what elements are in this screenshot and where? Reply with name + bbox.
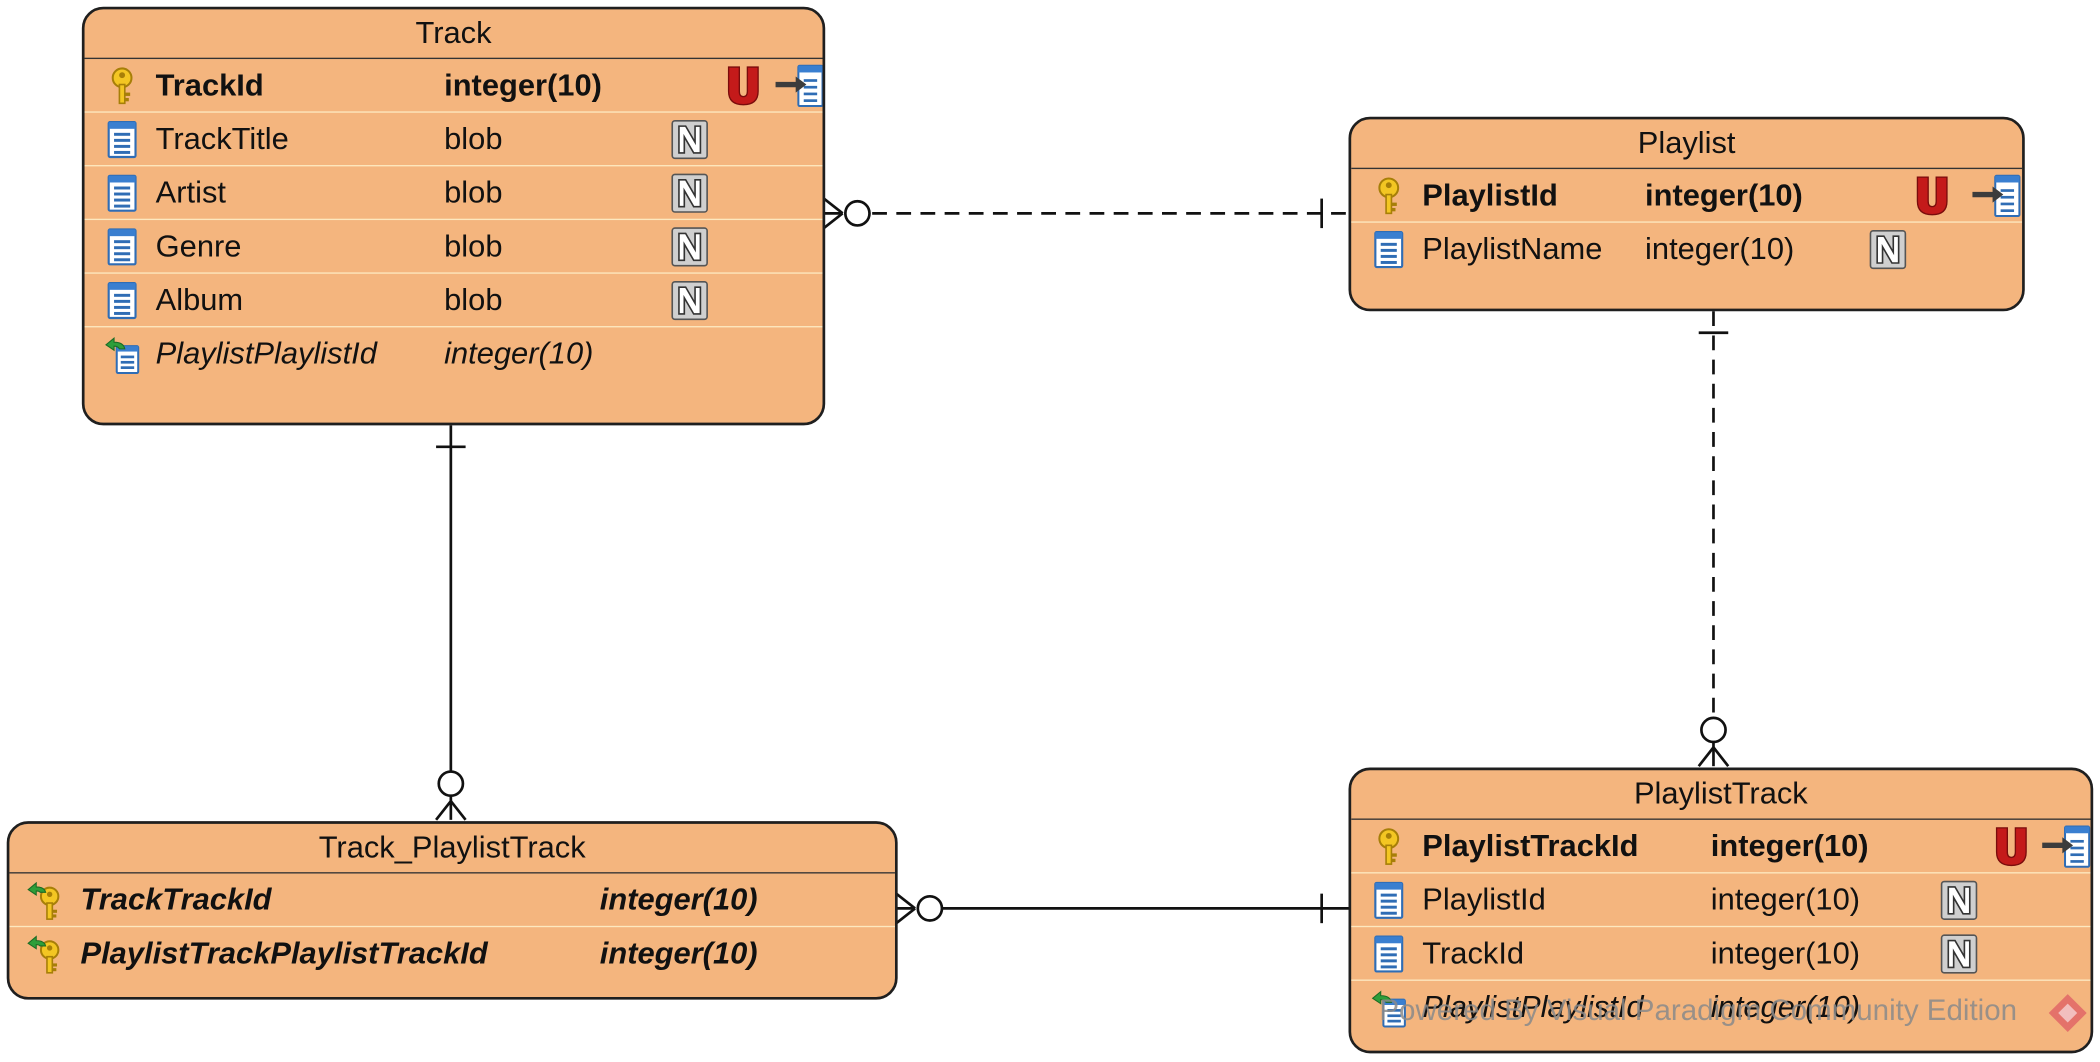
nullable-icon (671, 173, 709, 213)
column-type: integer(10) (1710, 935, 1861, 971)
primary-key-icon (102, 66, 142, 106)
column-row[interactable]: PlaylistId integer(10) (1351, 169, 2023, 223)
column-name: TrackTrackId (80, 881, 272, 917)
primary-key-icon (1369, 176, 1409, 216)
column-icon (102, 173, 142, 213)
column-name: PlaylistTrackPlaylistTrackId (80, 935, 488, 971)
column-type: blob (444, 174, 503, 210)
index-icon (2041, 824, 2091, 870)
rel-track-trackplaylisttrack-zero (437, 770, 465, 798)
column-row[interactable]: TrackId integer(10) (84, 59, 823, 113)
column-name: TrackTitle (155, 120, 289, 156)
entity-title: Playlist (1351, 119, 2023, 170)
column-row[interactable]: Album blob (84, 274, 823, 328)
column-row[interactable]: PlaylistName integer(10) (1351, 223, 2022, 277)
column-row[interactable]: PlaylistTrackPlaylistTrackId integer(10) (9, 927, 895, 981)
nullable-icon (671, 280, 709, 321)
rel-track-playlist-crowfoot (823, 197, 844, 215)
nullable-icon (671, 227, 709, 267)
column-icon (102, 227, 142, 267)
rel-track-playlist-zero (843, 199, 871, 227)
column-row[interactable]: TrackId integer(10) (1351, 927, 2091, 981)
column-row[interactable]: PlaylistId integer(10) (1351, 874, 2091, 928)
index-icon (774, 63, 823, 109)
column-row[interactable]: TrackTitle blob (84, 113, 823, 167)
nullable-icon (1940, 880, 1978, 920)
rel-trackplaylisttrack-playlisttrack-crowfoot (895, 892, 916, 910)
column-row[interactable]: Genre blob (84, 220, 823, 274)
unique-constraint-icon (726, 64, 761, 107)
column-row[interactable]: PlaylistTrackId integer(10) (1351, 820, 2091, 874)
column-name: Album (155, 281, 244, 317)
unique-constraint-icon (1994, 825, 2029, 868)
nullable-icon (1869, 229, 1907, 270)
column-name: Artist (155, 174, 226, 210)
column-type: blob (444, 281, 503, 317)
column-type: integer(10) (1710, 827, 1869, 863)
column-type: integer(10) (1645, 177, 1803, 213)
primary-foreign-key-icon (27, 934, 67, 974)
rel-track-trackplaylisttrack-crowfoot (435, 800, 452, 821)
column-icon (102, 280, 142, 320)
column-name: PlaylistPlaylistId (1422, 988, 1644, 1024)
column-name: PlaylistName (1422, 230, 1603, 266)
foreign-key-icon (102, 334, 142, 375)
column-name: TrackId (155, 67, 264, 102)
column-name: Genre (155, 228, 242, 263)
column-row[interactable]: PlaylistPlaylistId integer(10) (85, 327, 823, 381)
column-type: integer(10) (1645, 230, 1795, 266)
column-icon (1369, 880, 1409, 920)
column-type: blob (444, 120, 503, 156)
column-icon (1369, 229, 1409, 269)
column-row[interactable]: PlaylistPlaylistId integer(10) (1351, 981, 2090, 1035)
rel-playlist-playlisttrack-zero (1700, 716, 1727, 744)
watermark-text: Powered By Visual Paradigm Community Edi… (1379, 992, 2018, 1027)
column-type: integer(10) (599, 881, 758, 917)
entity-title: Track (84, 9, 823, 60)
index-icon (1971, 173, 2022, 219)
column-icon (1369, 934, 1409, 974)
primary-key-icon (1369, 827, 1409, 867)
column-icon (102, 119, 142, 159)
primary-foreign-key-icon (27, 880, 67, 920)
column-name: PlaylistId (1422, 881, 1546, 917)
column-type: integer(10) (599, 935, 758, 971)
entity-title: PlaylistTrack (1351, 770, 2091, 820)
column-row[interactable]: Artist blob (84, 166, 823, 221)
rel-playlist-playlisttrack-crowfoot (1697, 746, 1715, 767)
column-name: PlaylistPlaylistId (155, 335, 377, 371)
column-type: integer(10) (1710, 988, 1861, 1024)
column-name: PlaylistId (1422, 177, 1558, 213)
column-type: integer(10) (444, 335, 594, 371)
rel-trackplaylisttrack-playlisttrack-zero (916, 894, 944, 922)
nullable-icon (1940, 934, 1978, 974)
column-name: PlaylistTrackId (1422, 827, 1639, 863)
column-row[interactable]: TrackTrackId integer(10) (9, 874, 895, 928)
unique-constraint-icon (1915, 174, 1950, 217)
column-type: blob (444, 228, 503, 263)
visual-paradigm-logo-icon (2045, 990, 2091, 1036)
column-name: TrackId (1422, 935, 1525, 971)
column-type: integer(10) (444, 67, 602, 102)
foreign-key-icon (1369, 988, 1409, 1028)
nullable-icon (671, 119, 709, 160)
column-type: integer(10) (1710, 881, 1861, 917)
entity-title: Track_PlaylistTrack (9, 824, 895, 874)
